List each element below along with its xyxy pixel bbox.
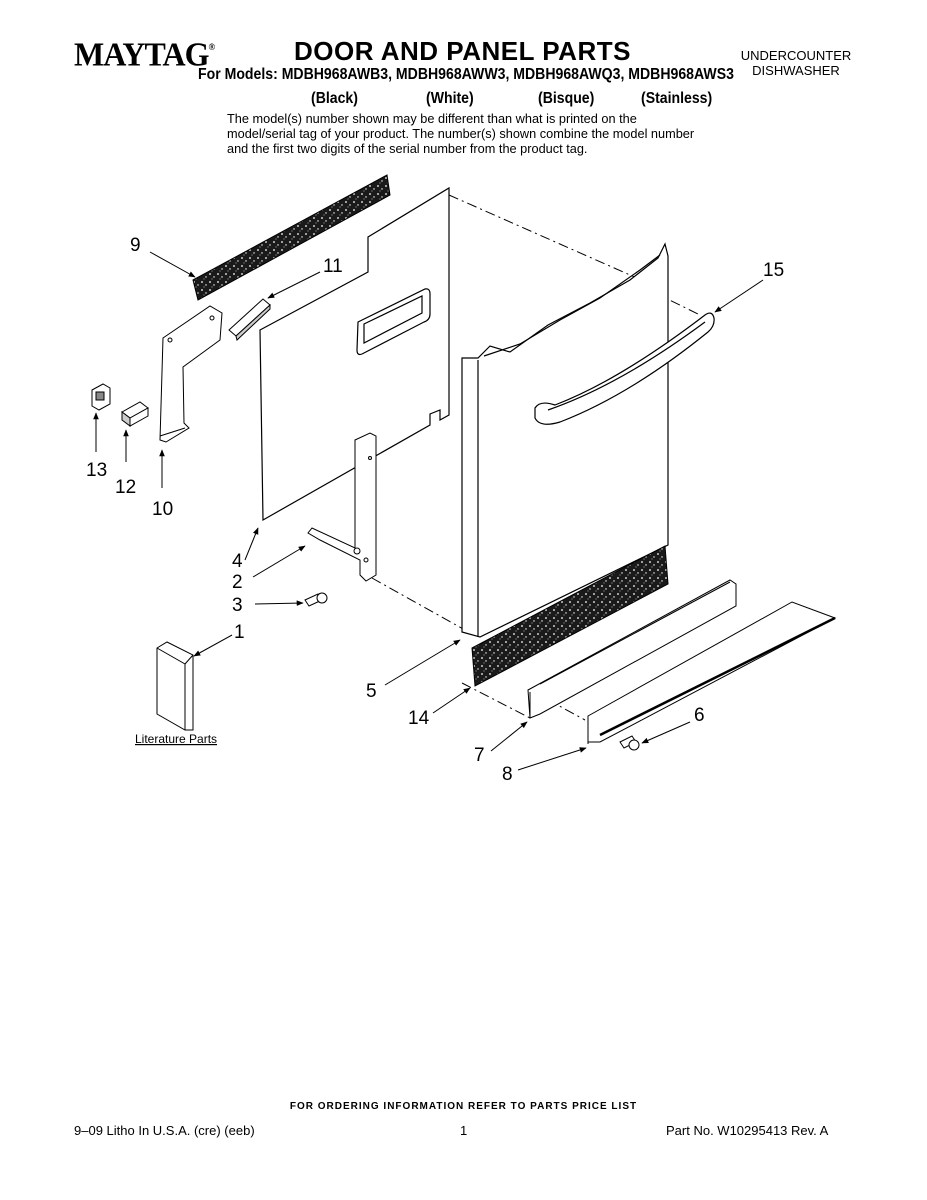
- callout-5: 5: [366, 681, 377, 702]
- door-handle: [534, 312, 715, 425]
- toe-panel-outer: [587, 601, 837, 744]
- top-seal-strip: [192, 174, 391, 301]
- category-line-2: DISHWASHER: [752, 63, 840, 78]
- outer-door-panel: [461, 242, 669, 638]
- model-list: For Models: MDBH968AWB3, MDBH968AWW3, MD…: [198, 66, 734, 83]
- callout-6: 6: [694, 705, 705, 726]
- color-stainless: (Stainless): [641, 90, 713, 107]
- side-bracket: [159, 305, 223, 443]
- callout-1: 1: [234, 622, 245, 643]
- toe-panel-screw: [619, 735, 640, 751]
- color-white: (White): [426, 90, 474, 107]
- callout-2: 2: [232, 572, 243, 593]
- print-info: 9–09 Litho In U.S.A. (cre) (eeb): [74, 1123, 255, 1138]
- toe-panel-inner: [527, 579, 737, 719]
- part-number: Part No. W10295413 Rev. A: [666, 1123, 829, 1138]
- callout-9: 9: [130, 235, 141, 256]
- color-bisque: (Bisque): [538, 90, 595, 107]
- brand-name: MAYTAG: [74, 35, 209, 73]
- small-spacer-block: [228, 298, 271, 341]
- ordering-info: FOR ORDERING INFORMATION REFER TO PARTS …: [289, 1101, 638, 1112]
- callout-3: 3: [232, 595, 243, 616]
- bumper-pad: [121, 401, 149, 427]
- literature-booklet: [156, 641, 194, 731]
- page-number: 1: [460, 1123, 468, 1138]
- literature-parts-label: Literature Parts: [135, 732, 217, 746]
- page-title: DOOR AND PANEL PARTS: [294, 36, 631, 66]
- hinge-bracket: [307, 432, 377, 582]
- callout-4: 4: [232, 551, 243, 572]
- registered-mark: ®: [208, 41, 215, 52]
- lower-seal-strip: [471, 545, 669, 687]
- leader-lines: [93, 251, 764, 771]
- inner-door-panel: [259, 186, 450, 522]
- callout-8: 8: [502, 764, 513, 785]
- brand-logo: MAYTAG®: [74, 35, 215, 74]
- callout-14: 14: [408, 708, 430, 729]
- model-note: The model(s) number shown may be differe…: [227, 111, 695, 156]
- callout-13: 13: [86, 460, 107, 481]
- category-line-1: UNDERCOUNTER: [740, 48, 852, 63]
- product-category: UNDERCOUNTER DISHWASHER: [736, 48, 856, 78]
- door-clip: [91, 383, 111, 411]
- callout-11: 11: [323, 256, 343, 277]
- callout-15: 15: [763, 260, 784, 281]
- hinge-screw: [304, 592, 328, 607]
- callout-7: 7: [474, 745, 485, 766]
- callout-10: 10: [152, 499, 173, 520]
- callout-12: 12: [115, 477, 136, 498]
- color-black: (Black): [311, 90, 358, 107]
